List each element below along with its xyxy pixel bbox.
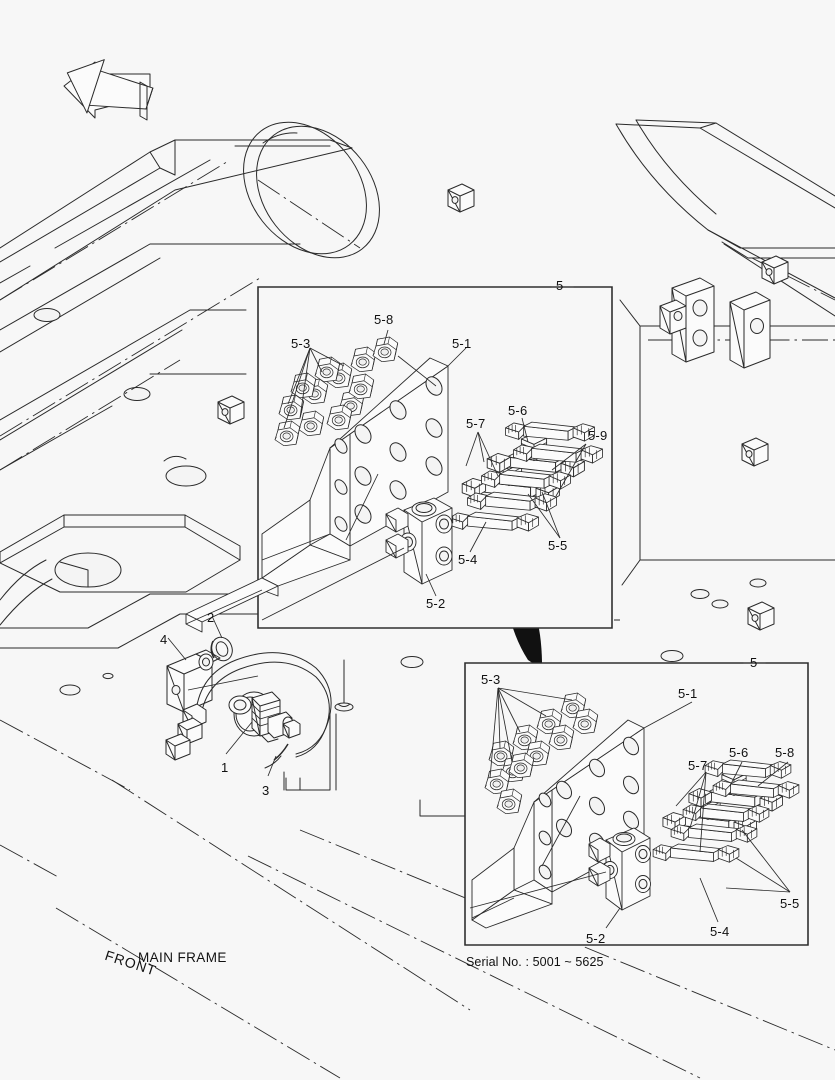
part-5-4-fitting (449, 511, 539, 532)
callout-5-6-lower: 5-6 (729, 745, 749, 760)
callout-3: 3 (262, 783, 270, 798)
callout-5-6-upper: 5-6 (508, 403, 528, 418)
main-frame-label: MAIN FRAME (138, 950, 227, 965)
callout-5-2-upper: 5-2 (426, 596, 446, 611)
part-5-9-fitting-b (513, 443, 603, 464)
part-4-connector-block (166, 649, 221, 713)
part-5-9-fitting (505, 421, 595, 442)
part-5-8-fitting-lower (704, 759, 792, 779)
part-1-pressure-switch (228, 691, 294, 743)
callout-5-5-lower: 5-5 (780, 896, 800, 911)
front-arrow-icon (63, 59, 154, 121)
cube-boss-4 (741, 437, 769, 467)
callout-5-4-upper: 5-4 (458, 552, 478, 567)
pressure-switch-assembly (165, 615, 332, 777)
callout-4: 4 (160, 632, 168, 647)
cube-boss-3 (761, 255, 789, 285)
detail-box-upper (185, 286, 613, 633)
callout-1: 1 (221, 760, 229, 775)
boss-block-c (729, 291, 771, 369)
callout-5-3-lower: 5-3 (481, 672, 501, 687)
callout-5-5-upper: 5-5 (548, 538, 568, 553)
part-5-2-manifold (385, 497, 453, 585)
cube-boss-1 (447, 183, 475, 213)
cube-boss-5 (747, 601, 775, 631)
serial-note-lower: Serial No. : 5001 ~ 5625 (466, 955, 604, 969)
part-5-4-fitting-lower (652, 843, 740, 863)
callout-5-2-lower: 5-2 (586, 931, 606, 946)
part-5-5-fitting-lower (712, 779, 800, 799)
callout-5-1-upper: 5-1 (452, 336, 472, 351)
callout-5-8-upper: 5-8 (374, 312, 394, 327)
callout-5-7-lower: 5-7 (688, 758, 708, 773)
cube-boss-2 (217, 395, 245, 425)
part-5-1-bracket (185, 357, 449, 633)
callout-2: 2 (207, 610, 215, 625)
detail-box-lower-tag: 5 (750, 655, 758, 670)
swing-bore (243, 121, 380, 259)
detail-box-upper-tag: 5 (556, 278, 564, 293)
part-2-o-ring (210, 636, 233, 662)
callout-5-4-lower: 5-4 (710, 924, 730, 939)
part-3-wire-harness (165, 652, 332, 769)
callout-5-3-upper: 5-3 (291, 336, 311, 351)
part-5-5-fitting-b (481, 469, 571, 490)
callout-5-7-upper: 5-7 (466, 416, 486, 431)
boss-block-b (659, 299, 687, 335)
callout-5-1-lower: 5-1 (678, 686, 698, 701)
callout-5-9-upper: 5-9 (588, 428, 608, 443)
callout-5-8-lower: 5-8 (775, 745, 795, 760)
part-5-2-manifold-lower (588, 827, 651, 911)
detail-box-lower (464, 662, 809, 946)
